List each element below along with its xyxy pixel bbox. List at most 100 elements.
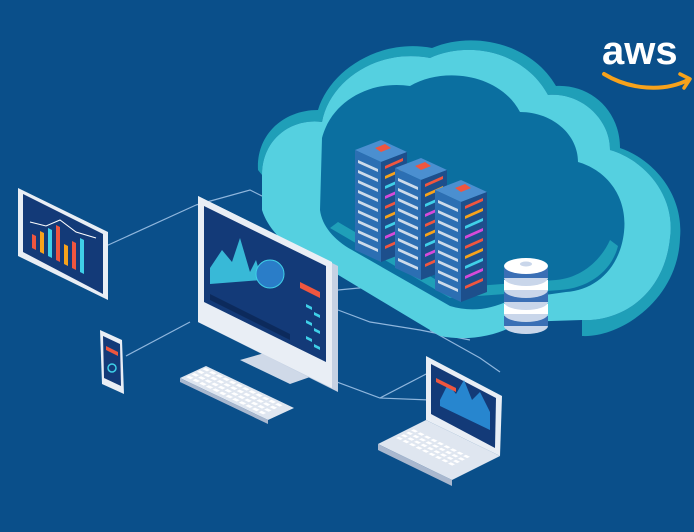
rack-led (465, 268, 483, 279)
laptop-key (407, 437, 415, 441)
keyboard-key (236, 389, 245, 394)
keyboard-key (212, 388, 220, 392)
keyboard-key (248, 390, 257, 394)
rack-slot (358, 190, 378, 202)
keyboard-key (264, 408, 272, 412)
monitor-globe (256, 260, 284, 288)
laptop-key (438, 447, 446, 451)
keyboard-body (180, 366, 294, 420)
rack-slot (438, 280, 458, 292)
laptop-key (451, 454, 459, 458)
monitor-level (314, 344, 320, 350)
keyboard-key (198, 376, 206, 380)
keyboard-key (204, 379, 213, 383)
monitor-red-bar (300, 282, 320, 298)
rack-slot (358, 200, 378, 212)
keyboard-key (256, 399, 264, 403)
rack-slot (358, 210, 378, 222)
keyboard-key (232, 398, 240, 402)
keyboard-key (209, 371, 217, 375)
database-cylinder (504, 258, 548, 334)
laptop-key (424, 435, 431, 439)
keyboard-key (192, 378, 201, 383)
laptop (378, 356, 502, 486)
rack-slot (438, 210, 458, 222)
rack-slot (438, 250, 458, 262)
rack-slot (358, 240, 378, 252)
rack-led (465, 238, 483, 249)
cloud-floor (330, 222, 618, 298)
rack-slot (358, 160, 378, 172)
laptop-key (443, 445, 451, 449)
rack-slot (438, 240, 458, 252)
laptop-key (422, 449, 429, 453)
laptop-key (409, 443, 416, 447)
keyboard-key (244, 398, 252, 403)
rack-slot (358, 230, 378, 242)
keyboard-key (211, 382, 219, 387)
rack-slot (358, 170, 378, 182)
keyboard-key (237, 395, 246, 399)
laptop-key (425, 441, 433, 445)
laptop-red-bar (436, 378, 456, 392)
keyboard-key (258, 410, 267, 415)
laptop-key (433, 450, 441, 454)
laptop-key (448, 462, 455, 466)
laptop-edge (378, 444, 452, 486)
laptop-key (419, 438, 426, 442)
rack-slot (398, 248, 418, 260)
laptop-key (450, 448, 457, 452)
laptop-key (428, 452, 436, 456)
keyboard-key (261, 396, 270, 401)
laptop-key (402, 439, 410, 444)
keyboard-key (263, 402, 271, 406)
monitor-level (306, 320, 312, 326)
rack-slot (438, 200, 458, 212)
laptop-key (440, 453, 447, 457)
rack-led (465, 258, 483, 269)
rack-led (465, 208, 483, 219)
db-cap (520, 261, 532, 267)
keyboard-key (203, 373, 212, 378)
laptop-key (415, 446, 423, 450)
rack-slot (358, 220, 378, 232)
phone-chart (107, 363, 117, 373)
keyboard-key (238, 401, 247, 405)
rack-top-light (375, 144, 391, 152)
keyboard-key (202, 367, 210, 372)
tablet-bar (64, 244, 68, 266)
keyboard-key (255, 393, 263, 397)
keyboard-key (197, 370, 205, 374)
laptop-key (412, 434, 420, 439)
server-rack-3 (435, 180, 487, 302)
monitor-level (314, 312, 320, 318)
laptop-key (396, 436, 403, 440)
laptop-chart (440, 380, 490, 430)
rack-slot (398, 228, 418, 240)
keyboard-key (215, 374, 224, 378)
keyboard-key (217, 385, 226, 390)
tablet-bar (80, 238, 84, 274)
rack-led (465, 248, 483, 259)
rack-slot (398, 208, 418, 220)
laptop-key (411, 429, 418, 433)
keyboard-key (191, 373, 199, 377)
laptop-key (430, 438, 438, 443)
keyboard-key (210, 376, 218, 381)
tablet-bar (32, 234, 36, 250)
phone-bar (106, 346, 118, 356)
cloud-side (257, 40, 681, 337)
monitor-globe-ring (255, 259, 285, 289)
phone-screen (103, 336, 121, 386)
aws-logo-text: aws (602, 29, 678, 73)
monitor-level (314, 328, 320, 334)
keyboard-key (269, 405, 278, 410)
keyboard-key (242, 387, 250, 391)
rack-led (385, 158, 403, 169)
rack-slot (438, 270, 458, 282)
rack-led (465, 228, 483, 239)
monitor-level (306, 336, 312, 342)
rack-slot (358, 180, 378, 192)
tablet-bar (40, 231, 44, 254)
keyboard-edge (180, 378, 268, 424)
